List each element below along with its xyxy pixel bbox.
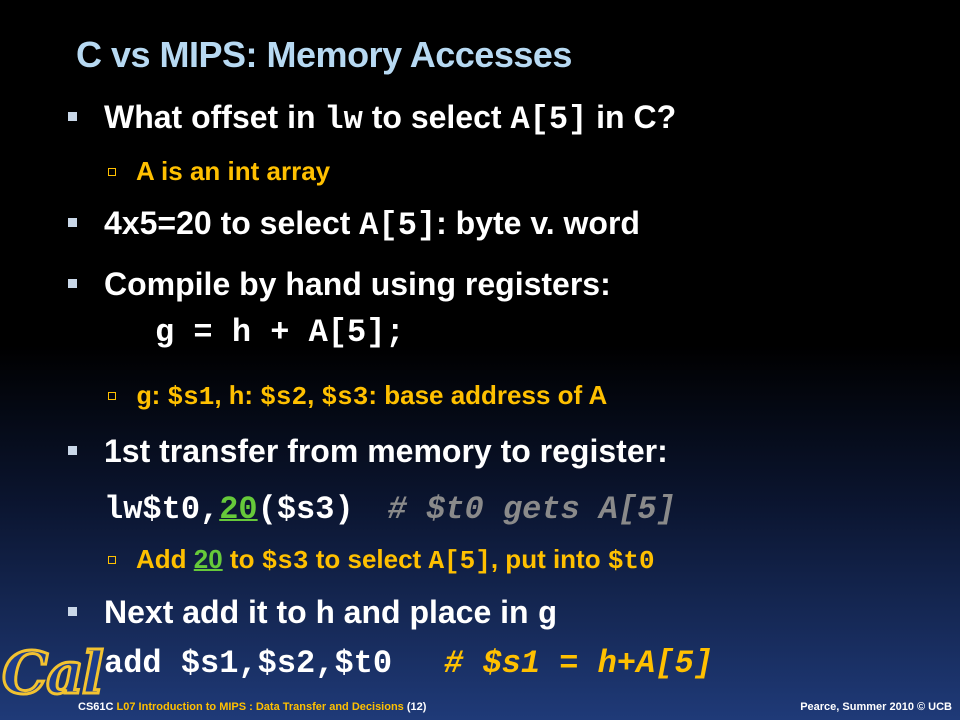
- bullet-square-icon: [68, 218, 77, 227]
- bullet-square-icon: [68, 112, 77, 121]
- subbullet-square-icon: [108, 168, 116, 176]
- bullet-offset-question: What offset in lw to select A[5] in C?: [68, 99, 676, 138]
- subbullet-register-map: g: $s1, h: $s2, $s3: base address of A: [108, 380, 607, 412]
- code-add-instruction: add $s1,$s2,$t0# $s1 = h+A[5]: [104, 645, 713, 682]
- subbullet-add-offset: Add 20 to $s3 to select A[5], put into $…: [108, 544, 655, 576]
- offset-highlight: 20: [219, 491, 258, 528]
- subbullet-square-icon: [108, 392, 116, 400]
- cal-logo: Cal: [1, 639, 106, 707]
- footer-credit: Pearce, Summer 2010 © UCB: [800, 701, 952, 713]
- bullet-byte-word: 4x5=20 to select A[5]: byte v. word: [68, 205, 640, 244]
- bullet-compile-by-hand: Compile by hand using registers:: [68, 266, 611, 303]
- footer-course: CS61C L07 Introduction to MIPS : Data Tr…: [78, 701, 427, 713]
- code-comment: # $s1 = h+A[5]: [444, 645, 713, 682]
- code-comment: # $t0 gets A[5]: [387, 491, 676, 528]
- bullet-square-icon: [68, 446, 77, 455]
- bullet-next-add: Next add it to h and place in g: [68, 594, 557, 633]
- subbullet-int-array: A is an int array: [108, 156, 330, 187]
- subbullet-square-icon: [108, 556, 116, 564]
- bullet-square-icon: [68, 279, 77, 288]
- code-c-statement: g = h + A[5];: [155, 314, 405, 351]
- slide-title: C vs MIPS: Memory Accesses: [76, 34, 572, 75]
- bullet-square-icon: [68, 607, 77, 616]
- code-lw-instruction: lw$t0,20($s3)# $t0 gets A[5]: [104, 491, 676, 528]
- bullet-first-transfer: 1st transfer from memory to register:: [68, 433, 668, 470]
